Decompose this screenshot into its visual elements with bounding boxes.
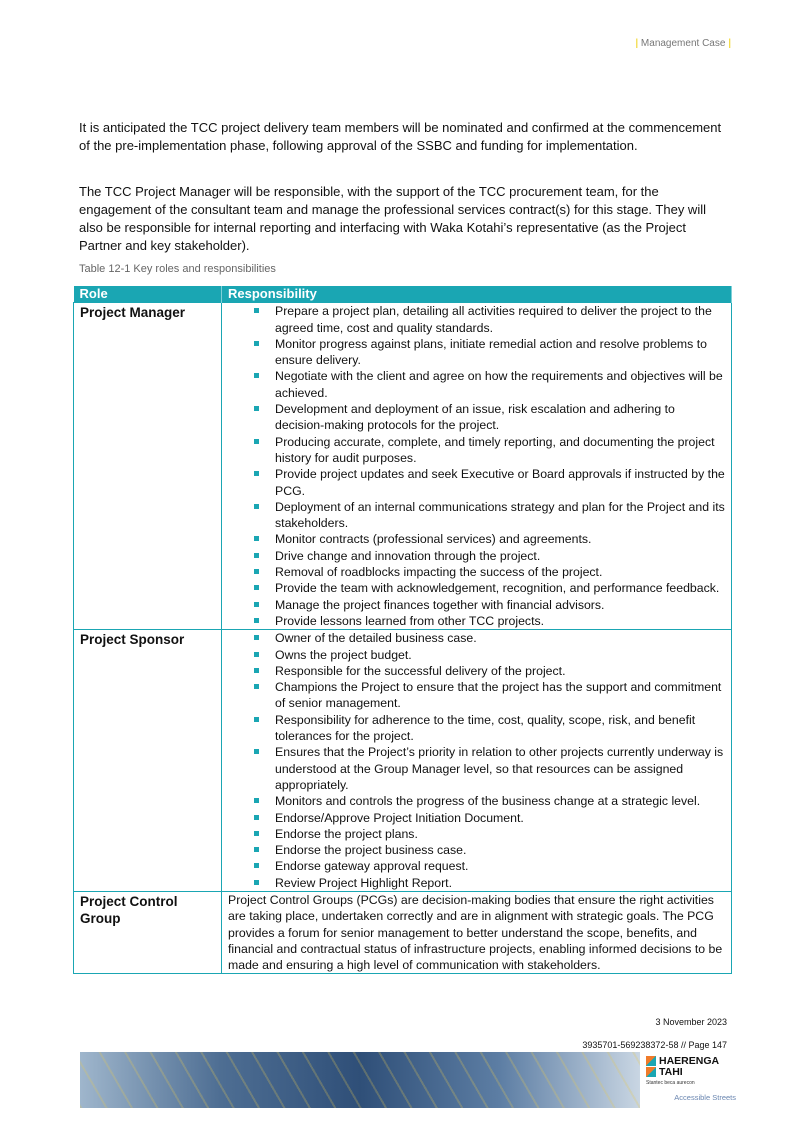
header-role: Role	[73, 286, 222, 303]
item-text: Endorse/Approve Project Initiation Docum…	[275, 810, 524, 825]
list-item: Producing accurate, complete, and timely…	[228, 434, 725, 467]
responsibility-list: Owner of the detailed business case.Owns…	[228, 630, 725, 891]
item-text: Monitor contracts (professional services…	[275, 532, 592, 547]
item-text: Provide the team with acknowledgement, r…	[275, 581, 720, 596]
section-title: Management Case	[640, 38, 726, 49]
bullet-icon	[254, 814, 259, 820]
role-cell: Project Control Group	[73, 890, 222, 975]
list-item: Prepare a project plan, detailing all ac…	[228, 303, 725, 336]
list-item: Champions the Project to ensure that the…	[228, 679, 725, 712]
bullet-icon	[254, 879, 259, 885]
header-responsibility: Responsibility	[221, 286, 732, 303]
responsibility-list: Prepare a project plan, detailing all ac…	[228, 303, 725, 629]
paragraph-2: The TCC Project Manager will be responsi…	[79, 184, 706, 253]
list-item: Removal of roadblocks impacting the succ…	[228, 564, 725, 580]
bullet-icon	[254, 601, 259, 607]
item-text: Deployment of an internal communications…	[275, 499, 725, 531]
item-text: Ensures that the Project’s priority in r…	[275, 745, 724, 792]
list-item: Development and deployment of an issue, …	[228, 401, 725, 434]
roles-table: Role Responsibility Project Manager Prepa…	[73, 286, 732, 975]
bullet-icon	[254, 308, 259, 314]
responsibility-cell: Prepare a project plan, detailing all ac…	[221, 302, 732, 631]
list-item: Deployment of an internal communications…	[228, 499, 725, 532]
bullet-icon	[254, 847, 259, 853]
item-text: Endorse gateway approval request.	[275, 859, 469, 874]
list-item: Monitor contracts (professional services…	[228, 531, 725, 547]
item-text: Endorse the project business case.	[275, 843, 467, 858]
list-item: Endorse the project plans.	[228, 826, 725, 842]
item-text: Manage the project finances together wit…	[275, 597, 605, 612]
item-text: Endorse the project plans.	[275, 826, 418, 841]
list-item: Provide the team with acknowledgement, r…	[228, 580, 725, 596]
item-text: Development and deployment of an issue, …	[275, 402, 675, 433]
bullet-icon	[254, 471, 259, 477]
bullet-icon	[254, 406, 259, 412]
bullet-icon	[254, 749, 259, 755]
bullet-icon	[254, 863, 259, 869]
list-item: Manage the project finances together wit…	[228, 597, 725, 613]
bullet-icon	[254, 635, 259, 641]
bullet-icon	[254, 651, 259, 657]
item-text: Prepare a project plan, detailing all ac…	[275, 304, 712, 335]
paragraph-1: It is anticipated the TCC project delive…	[79, 120, 722, 153]
role-cell: Project Manager	[73, 302, 222, 631]
list-item: Monitor progress against plans, initiate…	[228, 336, 725, 369]
list-item: Endorse gateway approval request.	[228, 858, 725, 874]
bullet-icon	[254, 536, 259, 542]
item-text: Drive change and innovation through the …	[275, 548, 541, 563]
item-text: Review Project Highlight Report.	[275, 875, 453, 890]
list-item: Drive change and innovation through the …	[228, 548, 725, 564]
bullet-icon	[254, 716, 259, 722]
list-item: Endorse/Approve Project Initiation Docum…	[228, 810, 725, 826]
bullet-icon	[254, 684, 259, 690]
bullet-icon	[254, 798, 259, 804]
item-text: Monitors and controls the progress of th…	[275, 794, 701, 809]
list-item: Endorse the project business case.	[228, 842, 725, 858]
item-text: Provide project updates and seek Executi…	[275, 467, 725, 498]
list-item: Provide project updates and seek Executi…	[228, 466, 725, 499]
table-row: Project Manager Prepare a project plan, d…	[73, 302, 732, 631]
item-text: Producing accurate, complete, and timely…	[275, 434, 715, 465]
list-item: Monitors and controls the progress of th…	[228, 793, 725, 809]
responsibility-cell: Owner of the detailed business case.Owns…	[221, 629, 732, 892]
item-text: Responsibility for adherence to the time…	[275, 712, 696, 744]
bullet-icon	[254, 340, 259, 346]
item-text: Removal of roadblocks impacting the succ…	[275, 565, 603, 580]
item-text: Owns the project budget.	[275, 647, 412, 662]
bullet-icon	[254, 552, 259, 558]
list-item: Owner of the detailed business case.	[228, 630, 725, 646]
role-cell: Project Sponsor	[73, 629, 222, 892]
item-text: Provide lessons learned from other TCC p…	[275, 613, 545, 628]
bullet-icon	[254, 373, 259, 379]
item-text: Owner of the detailed business case.	[275, 631, 477, 646]
list-item: Review Project Highlight Report.	[228, 875, 725, 891]
bullet-icon	[254, 503, 259, 509]
list-item: Ensures that the Project’s priority in r…	[228, 744, 725, 793]
list-item: Provide lessons learned from other TCC p…	[228, 613, 725, 629]
footer-banner-image	[80, 1052, 640, 1108]
bullet-icon	[254, 585, 259, 591]
bullet-icon	[254, 830, 259, 836]
list-item: Owns the project budget.	[228, 647, 725, 663]
running-header: | Management Case |	[635, 38, 731, 49]
item-text: Negotiate with the client and agree on h…	[275, 369, 723, 400]
responsibility-cell: Project Control Groups (PCGs) are decisi…	[221, 890, 732, 975]
list-item: Responsibility for adherence to the time…	[228, 712, 725, 745]
list-item: Negotiate with the client and agree on h…	[228, 368, 725, 401]
bullet-icon	[254, 617, 259, 623]
item-text: Responsible for the successful delivery …	[275, 663, 566, 678]
bullet-icon	[254, 438, 259, 444]
item-text: Monitor progress against plans, initiate…	[275, 336, 707, 368]
document-date: 3 November 2023	[655, 1017, 727, 1027]
document-reference: 3935701-569238372-58 // Page 147	[582, 1040, 727, 1050]
haerenga-tahi-logo: HAERENGA TAHI Stantec beca aurecon Acces…	[646, 1055, 736, 1102]
bullet-icon	[254, 569, 259, 575]
table-caption: Table 12-1 Key roles and responsibilitie…	[79, 263, 276, 275]
list-item: Responsible for the successful delivery …	[228, 663, 725, 679]
item-text: Champions the Project to ensure that the…	[275, 680, 722, 711]
bullet-icon	[254, 667, 259, 673]
